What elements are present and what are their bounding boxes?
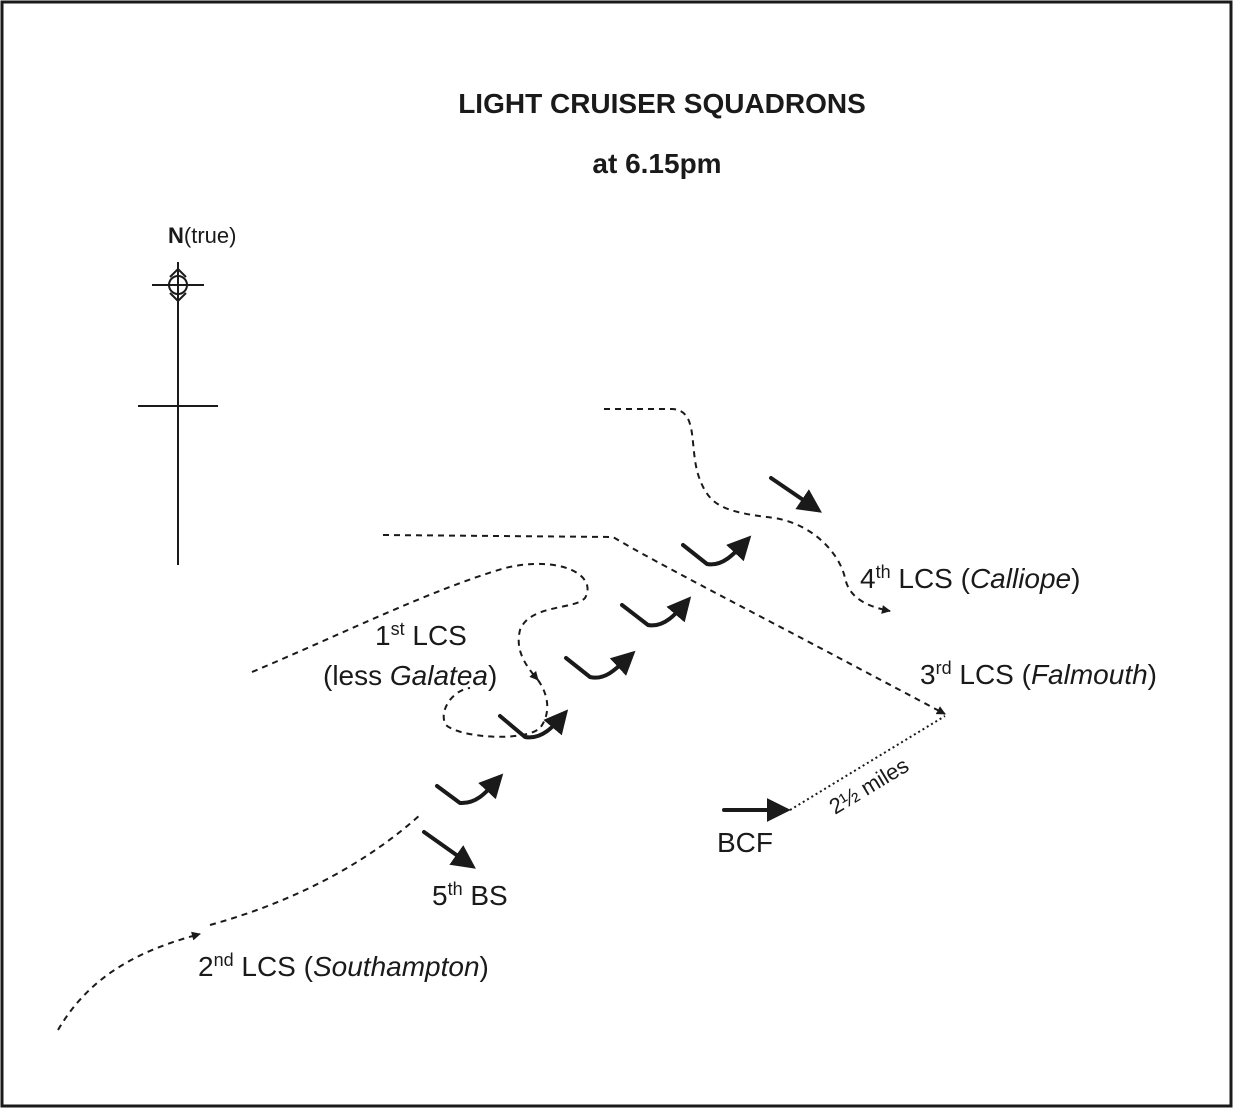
diagram-title: LIGHT CRUISER SQUADRONS: [458, 88, 866, 119]
north-arrow-icon: [138, 262, 218, 565]
label-1st-lcs: 1st LCS: [375, 619, 467, 651]
label-4th-lcs: 4th LCS (Calliope): [860, 562, 1080, 594]
track-4th-lcs: [604, 408, 891, 614]
diagram-subtitle: at 6.15pm: [592, 148, 721, 179]
north-label: N(true): [168, 223, 236, 248]
arrow-4th-lcs-course: [769, 476, 822, 513]
bc-turn-3: [564, 650, 636, 680]
track-2nd-lcs-extended: [209, 814, 421, 926]
bc-turn-1: [435, 773, 504, 806]
label-5th-bs: 5th BS: [432, 879, 508, 911]
bc-turn-4: [620, 596, 692, 628]
track-2nd-lcs: [57, 931, 201, 1031]
label-3rd-lcs: 3rd LCS (Falmouth): [920, 658, 1157, 690]
label-1st-lcs-detail: (less Galatea): [323, 660, 497, 691]
track-1st-lcs: [251, 562, 589, 681]
bc-turn-2: [498, 709, 569, 740]
distance-label: 2½ miles: [825, 753, 913, 820]
label-bcf: BCF: [717, 827, 773, 858]
bc-turn-5: [681, 535, 752, 567]
track-1st-lcs-loop: [442, 679, 549, 738]
label-2nd-lcs: 2nd LCS (Southampton): [198, 950, 489, 982]
distance-line: [789, 715, 946, 811]
arrow-5th-bs: [422, 830, 476, 869]
track-3rd-lcs: [382, 534, 946, 715]
